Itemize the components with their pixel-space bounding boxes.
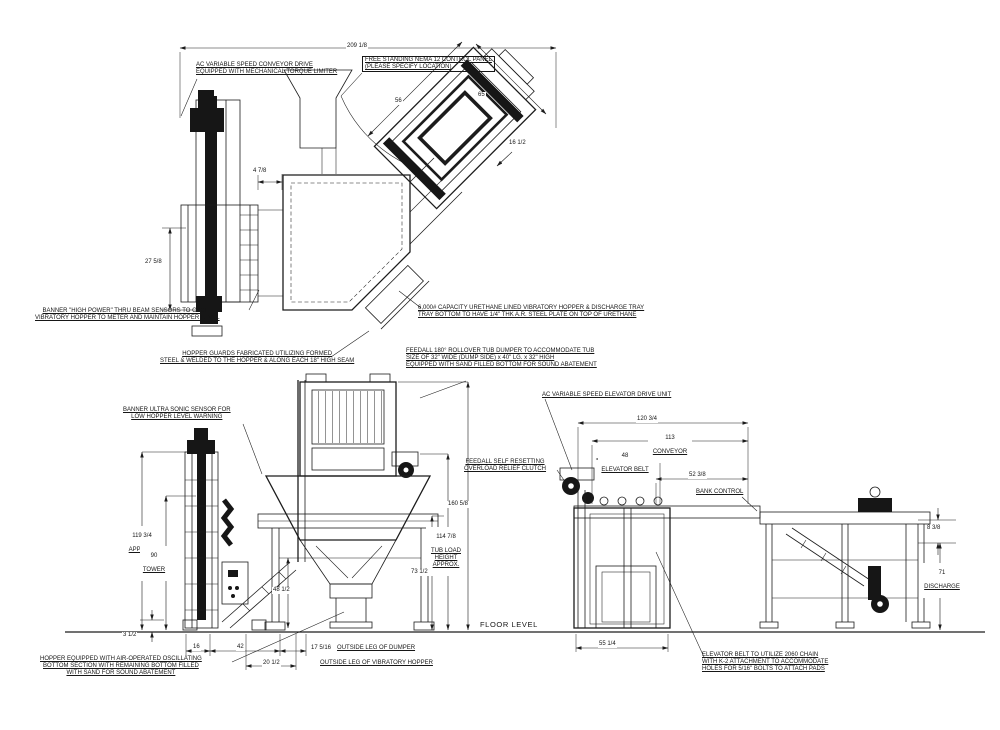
dim-conveyor-width: 27 5/8 xyxy=(144,259,163,266)
note-control-panel: FREE STANDING NEMA 12 CONTROL PANEL (PLE… xyxy=(362,56,495,72)
dim-hopper-leg: 20 1/2 xyxy=(262,660,281,667)
label-hopper-leg: OUTSIDE LEG OF VIBRATORY HOPPER xyxy=(320,660,433,666)
dim-dumper-leg: 17 5/16 OUTSIDE LEG OF DUMPER xyxy=(310,645,416,652)
hopper-plan xyxy=(282,157,463,330)
dim-base-42: 42 xyxy=(236,644,245,651)
note-tub-dumper: FEEDALL 180° ROLLOVER TUB DUMPER TO ACCO… xyxy=(406,348,597,368)
tower-elevation xyxy=(182,428,297,631)
ultrasonic-sensor xyxy=(220,498,235,547)
dim-base-width: 55 1/4 xyxy=(598,641,617,648)
discharge-conveyor xyxy=(759,486,931,629)
dim-overall-height: 160 5/8 xyxy=(447,501,470,508)
note-elevator-drive: AC VARIABLE SPEED ELEVATOR DRIVE UNIT xyxy=(542,392,672,398)
dim-overall-width: 209 1/8 xyxy=(346,43,369,50)
dim-discharge-height-left: 48 1/2 xyxy=(272,587,291,594)
note-thru-beam: BANNER "HIGH POWER" THRU BEAM SENSORS TO… xyxy=(35,308,220,321)
dim-tub-load-height: 114 7/8 TUB LOAD HEIGHT APPROX. xyxy=(426,527,466,576)
dim-hopper-height: 73 1/2 xyxy=(410,569,429,576)
note-hopper-guards: HOPPER GUARDS FABRICATED UTILIZING FORME… xyxy=(160,351,355,364)
dim-gap: 4 7/8 xyxy=(252,168,268,175)
dim-tray: 16 1/2 xyxy=(508,140,527,147)
dim-base-16: 16 xyxy=(192,644,201,651)
elevator-elevation xyxy=(559,467,761,629)
note-bank-control: BANK CONTROL xyxy=(696,489,744,495)
label-floor-level: FLOOR LEVEL xyxy=(480,620,538,629)
side-elevation xyxy=(544,398,956,658)
dim-bank-offset: 52 3/8 xyxy=(688,472,707,479)
note-ultrasonic: BANNER ULTRA SONIC SENSOR FOR LOW HOPPER… xyxy=(123,407,231,420)
dim-dumper-length: 65 xyxy=(477,92,486,99)
control-panel-plan xyxy=(283,69,353,174)
conveyor-plan xyxy=(180,90,283,337)
note-conveyor-drive: AC VARIABLE SPEED CONVEYOR DRIVE EQUIPPE… xyxy=(196,62,338,75)
note-capacity: 6,000# CAPACITY URETHANE LINED VIBRATORY… xyxy=(418,305,645,318)
note-oscillating-bottom: HOPPER EQUIPPED WITH AIR-OPERATED OSCILL… xyxy=(40,656,202,676)
dim-elevator-overall: 120 3/4 xyxy=(636,416,659,423)
dim-tower: 90 TOWER xyxy=(140,546,168,581)
plan-view xyxy=(162,41,557,399)
note-overload-clutch: FEEDALL SELF RESETTING OVERLOAD RELIEF C… xyxy=(464,459,547,472)
discharge-tray-plan xyxy=(364,264,430,330)
dim-elevator-belt-48: 48 ELEVATOR BELT xyxy=(598,446,652,481)
dim-dumper-width: 56 xyxy=(394,98,403,105)
dim-discharge-height: 71 DISCHARGE xyxy=(922,563,962,598)
note-elevator-chain: ELEVATOR BELT TO UTILIZE 2060 CHAIN WITH… xyxy=(702,652,829,672)
dim-foot-height: 3 1/2 xyxy=(122,632,138,639)
dim-discharge-drop: 8 3/8 xyxy=(926,525,942,532)
dim-conveyor-113: 113 CONVEYOR xyxy=(648,428,692,463)
